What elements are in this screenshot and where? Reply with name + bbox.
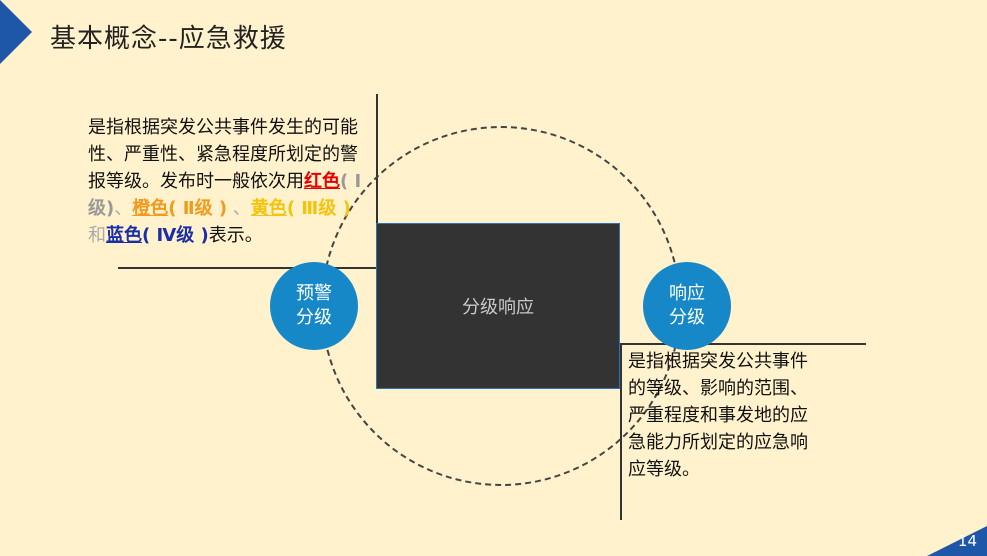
- warning-outro: 表示。: [208, 225, 263, 246]
- corner-decoration-top-left: [0, 0, 32, 64]
- badge-left-line2: 分级: [296, 307, 332, 328]
- level-blue: 蓝色: [106, 225, 142, 246]
- level-yellow-grade: ( Ⅲ级 ): [286, 198, 351, 219]
- corner-decoration-bottom-right: [927, 526, 987, 556]
- line-right-horizontal: [620, 343, 866, 345]
- level-red-grade: ( Ⅰ级): [88, 171, 362, 219]
- badge-right-line1: 响应: [669, 283, 705, 304]
- badge-warning-grading: 预警 分级: [270, 262, 358, 350]
- level-orange: 橙色: [132, 198, 169, 219]
- center-label: 分级响应: [462, 297, 534, 318]
- warning-description: 是指根据突发公共事件发生的可能性、严重性、紧急程度所划定的警报等级。发布时一般依…: [88, 114, 363, 249]
- slide-title: 基本概念--应急救援: [50, 24, 287, 54]
- warning-intro: 是指根据突发公共事件发生的可能性、严重性、紧急程度所划定的警报等级。发布时一般依…: [88, 117, 358, 192]
- center-box: 分级响应: [376, 223, 620, 389]
- level-orange-grade: ( Ⅱ级 ): [168, 198, 228, 219]
- line-left-horizontal: [118, 267, 378, 269]
- level-blue-grade: ( Ⅳ级 ): [142, 225, 209, 246]
- page-number: 14: [957, 532, 977, 550]
- separator: 和: [88, 225, 106, 246]
- separator: 、: [227, 198, 251, 219]
- level-yellow: 黄色: [250, 198, 287, 219]
- level-red: 红色: [304, 171, 340, 192]
- response-description: 是指根据突发公共事件的等级、影响的范围、严重程度和事发地的应急能力所划定的应急响…: [628, 351, 808, 480]
- separator: 、: [114, 198, 133, 219]
- badge-left-line1: 预警: [296, 283, 332, 304]
- badge-response-grading: 响应 分级: [643, 262, 731, 350]
- badge-right-line2: 分级: [669, 307, 705, 328]
